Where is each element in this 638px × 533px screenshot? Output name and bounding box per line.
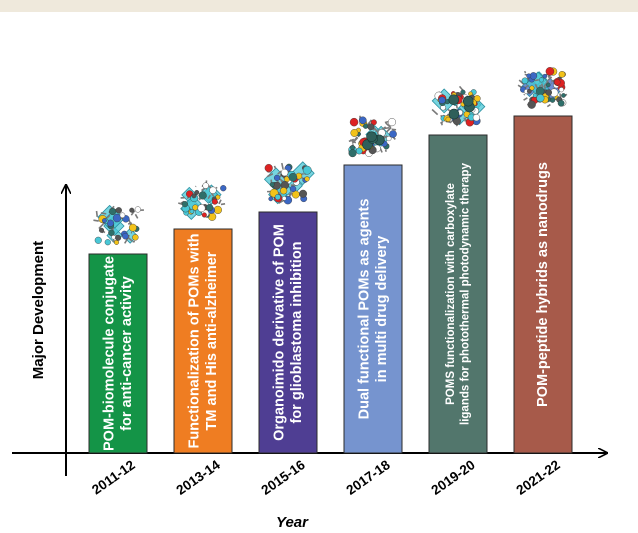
molecule-illustration-6 (517, 67, 568, 109)
tick-label-2015-16: 2015-16 (259, 457, 309, 498)
bar-2017-18 (343, 164, 403, 454)
molecule-illustrations (93, 67, 568, 246)
bar-label-2019-20-line-1: POMS functionalization with carboxylate (445, 183, 457, 405)
molecule-illustration-2 (178, 180, 227, 221)
bar-label-2017-18-line-2: in multi drug delivery (374, 236, 390, 383)
bar-label-2017-18-line-1: Dual functional POMs as agents (356, 199, 372, 420)
bar-2015-16 (258, 211, 318, 454)
molecule-illustration-5 (431, 85, 486, 127)
bar-label-2013-14-line-1: Functionalization of POMs with (186, 233, 202, 448)
bar-label-2011-12-line-1: POM-biomolecule conjugate (101, 256, 117, 451)
bar-2019-20 (428, 134, 488, 454)
molecule-illustration-1 (93, 204, 144, 246)
tick-label-2021-22: 2021-22 (514, 457, 563, 498)
bar-label-2013-14-line-2: TM and His anti-alzheimer (204, 251, 220, 430)
bar-2021-22 (513, 115, 573, 454)
tick-label-2013-14: 2013-14 (174, 457, 224, 498)
bar-label-2015-16-line-2: for glioblastoma inhibition (289, 241, 305, 423)
x-tick-labels: 2011-12 2013-14 2015-16 2017-18 2019-20 2021-… (89, 457, 563, 498)
x-axis-title: Year (276, 514, 309, 531)
bar-label-2015-16-line-1: Organoimido derivative of POM (271, 224, 287, 441)
bar-label-2019-20-line-2: ligands for photothermal photodynamic th… (459, 162, 471, 425)
tick-label-2011-12: 2011-12 (89, 457, 138, 497)
bar-2011-12 (88, 253, 148, 454)
tick-label-2019-20: 2019-20 (429, 457, 478, 498)
bar-2013-14 (173, 228, 233, 454)
top-border-strip (0, 0, 638, 12)
tick-label-2017-18: 2017-18 (344, 457, 394, 498)
bar-label-2011-12-line-2: for anti-cancer activity (119, 276, 135, 431)
molecule-illustration-4 (348, 115, 397, 158)
molecule-illustration-3 (263, 161, 315, 205)
bar-label-2021-22-line-1: POM-peptide hybrids as nanodrugs (535, 162, 551, 407)
y-axis-title: Major Development (30, 241, 47, 379)
